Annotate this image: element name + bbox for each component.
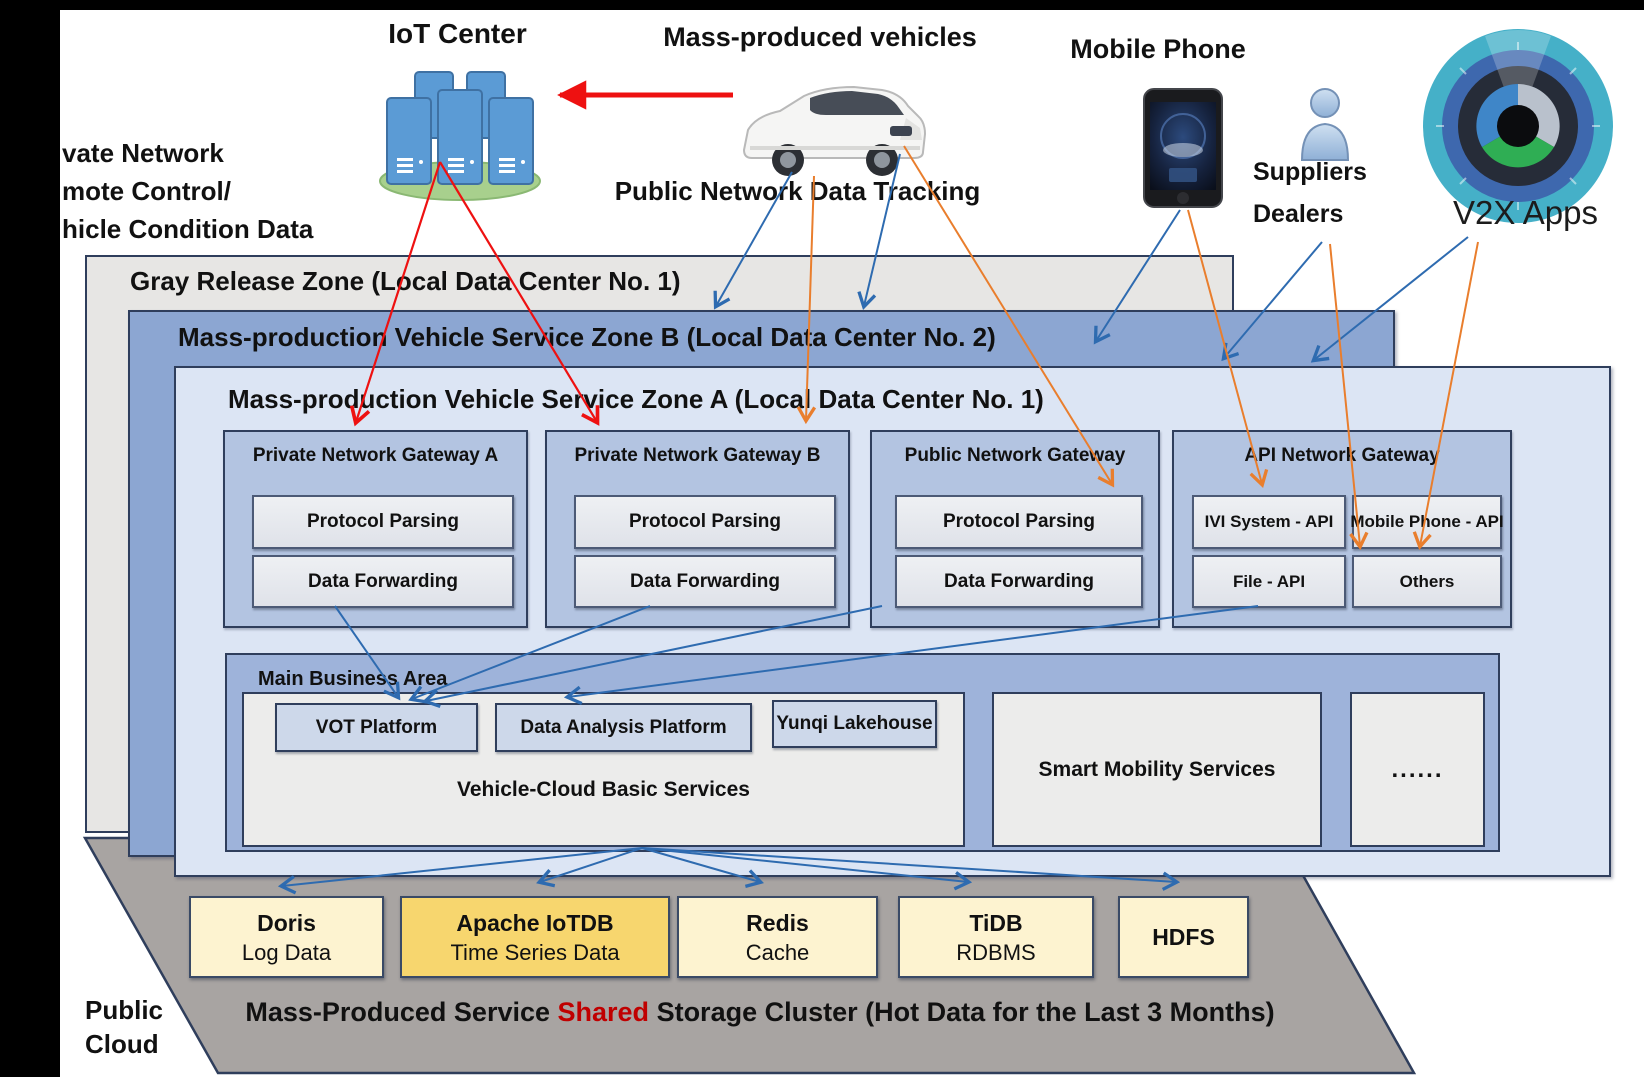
cluster-label-suffix: Storage Cluster (Hot Data for the Last 3… <box>649 997 1275 1027</box>
service-zone-b-title: Mass-production Vehicle Service Zone B (… <box>178 322 996 352</box>
public-network-gateway: Public Network Gateway Protocol Parsing … <box>870 430 1160 628</box>
storage-name: Doris <box>257 909 316 936</box>
v2x-apps-label: V2X Apps <box>1453 194 1598 231</box>
iot-center-icon <box>379 71 541 201</box>
top-crop-bar <box>0 0 1644 10</box>
iot-center-label: IoT Center <box>388 18 527 49</box>
mobile-phone-api-box: Mobile Phone - API <box>1350 495 1504 549</box>
private-network-gateway-a: Private Network Gateway A Protocol Parsi… <box>223 430 528 628</box>
more-services-box: ...... <box>1350 692 1485 847</box>
storage-name: TiDB <box>969 909 1023 936</box>
data-forwarding-box: Data Forwarding <box>574 555 836 608</box>
redis-box: Redis Cache <box>677 896 878 978</box>
public-cloud-line2: Cloud <box>85 1029 159 1059</box>
ivi-system-api-box: IVI System - API <box>1192 495 1346 549</box>
vehicles-label: Mass-produced vehicles <box>663 22 977 52</box>
private-network-note: vate Network mote Control/ hicle Conditi… <box>62 134 313 248</box>
vehicle-icon <box>742 85 927 176</box>
storage-cluster-label: Mass-Produced Service Shared Storage Clu… <box>190 997 1330 1028</box>
mobile-phone-icon <box>1143 88 1223 208</box>
data-analysis-platform-box: Data Analysis Platform <box>495 703 752 752</box>
storage-sub: Cache <box>745 939 810 965</box>
cluster-label-prefix: Mass-Produced Service <box>245 997 558 1027</box>
storage-name: Redis <box>746 909 809 936</box>
gateway-title: Private Network Gateway B <box>574 445 821 466</box>
file-api-box: File - API <box>1192 555 1346 608</box>
private-network-gateway-b: Private Network Gateway B Protocol Parsi… <box>545 430 850 628</box>
storage-sub: Time Series Data <box>450 939 620 965</box>
gray-release-zone-title: Gray Release Zone (Local Data Center No.… <box>130 266 681 296</box>
storage-sub: Log Data <box>241 939 332 965</box>
cluster-label-shared: Shared <box>557 997 650 1027</box>
suppliers-label: Suppliers <box>1253 158 1367 186</box>
note-line1: vate Network <box>62 138 224 168</box>
suppliers-person-icon <box>1300 88 1350 161</box>
vehicle-cloud-basic-services-label: Vehicle-Cloud Basic Services <box>457 778 750 801</box>
storage-name: Apache IoTDB <box>456 909 614 936</box>
data-forwarding-box: Data Forwarding <box>895 555 1143 608</box>
note-line3: hicle Condition Data <box>62 214 314 244</box>
yunqi-lakehouse-box: Yunqi Lakehouse <box>772 700 937 748</box>
mobile-phone-label: Mobile Phone <box>1070 34 1246 64</box>
storage-sub: RDBMS <box>956 939 1036 965</box>
data-forwarding-box: Data Forwarding <box>252 555 514 608</box>
doris-box: Doris Log Data <box>189 896 384 978</box>
gateway-title: API Network Gateway <box>1244 445 1440 466</box>
v2x-apps-icon <box>1423 29 1613 223</box>
dealers-label: Dealers <box>1253 200 1344 228</box>
tidb-box: TiDB RDBMS <box>898 896 1094 978</box>
gateway-title: Private Network Gateway A <box>252 445 499 466</box>
service-zone-a-title: Mass-production Vehicle Service Zone A (… <box>228 384 1044 414</box>
tracking-label: Public Network Data Tracking <box>614 176 981 206</box>
apache-iotdb-box: Apache IoTDB Time Series Data <box>400 896 670 978</box>
api-network-gateway: API Network Gateway IVI System - API Mob… <box>1172 430 1512 628</box>
public-cloud-label: Public Cloud <box>85 993 163 1061</box>
storage-name: HDFS <box>1152 924 1215 950</box>
note-line2: mote Control/ <box>62 176 231 206</box>
smart-mobility-services-box: Smart Mobility Services <box>992 692 1322 847</box>
protocol-parsing-box: Protocol Parsing <box>574 495 836 549</box>
protocol-parsing-box: Protocol Parsing <box>252 495 514 549</box>
vot-platform-box: VOT Platform <box>275 703 478 752</box>
protocol-parsing-box: Protocol Parsing <box>895 495 1143 549</box>
gateway-title: Public Network Gateway <box>904 445 1126 466</box>
public-cloud-line1: Public <box>85 995 164 1025</box>
main-business-area-title: Main Business Area <box>258 668 448 690</box>
hdfs-box: HDFS <box>1118 896 1249 978</box>
others-box: Others <box>1352 555 1502 608</box>
left-crop-bar <box>0 0 60 1077</box>
